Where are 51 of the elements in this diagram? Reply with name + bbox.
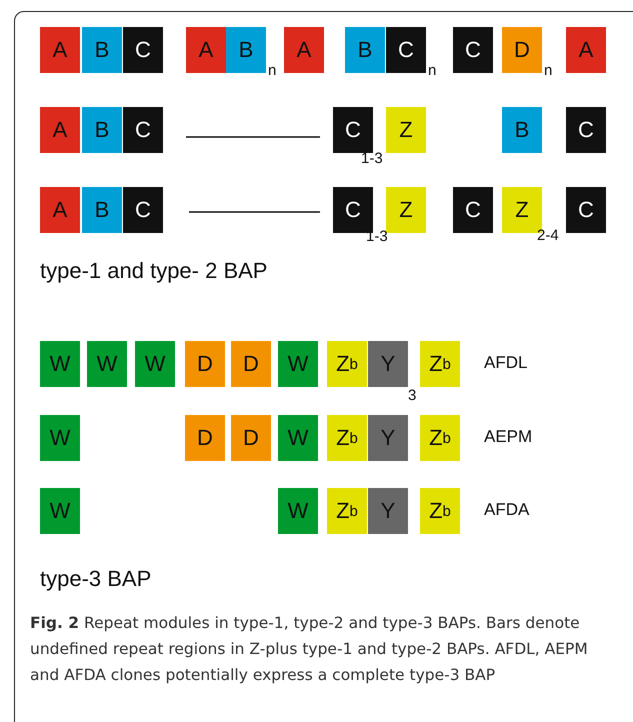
module-box: Z (386, 187, 426, 233)
repeat-count: n (544, 62, 552, 79)
module-box: C (123, 187, 163, 233)
module-box: C (566, 107, 606, 153)
module-box: Y (368, 341, 408, 387)
module-box: Y (368, 415, 408, 461)
clone-name: AFDA (484, 500, 530, 520)
module-box: A (186, 27, 226, 73)
module-box: W (40, 341, 80, 387)
module-box: C (333, 187, 373, 233)
module-box: C (566, 187, 606, 233)
module-box: B (226, 27, 266, 73)
module-box: C (453, 187, 493, 233)
module-box: A (40, 187, 80, 233)
section-heading: type-1 and type- 2 BAP (40, 258, 268, 284)
module-box: A (284, 27, 324, 73)
module-box: W (87, 341, 127, 387)
module-box: C (386, 27, 426, 73)
module-box: C (123, 107, 163, 153)
figure-caption: Fig. 2 Repeat modules in type-1, type-2 and type-3 BAPs. Bars denote undefined repeat regions in Z-plus type-1 and type-2 BAPs. AFDL, AEPM and AFDA clones potentially express a complete type-3 BAP (30, 613, 589, 686)
module-box: A (566, 27, 606, 73)
module-box: Y (368, 488, 408, 534)
module-box: D (231, 341, 271, 387)
module-box: B (502, 107, 542, 153)
clone-name: AFDL (484, 353, 528, 373)
repeat-count: 1-3 (361, 150, 383, 167)
module-box: Z (386, 107, 426, 153)
clone-name: AEPM (484, 427, 532, 447)
module-box: C (123, 27, 163, 73)
module-box: B (345, 27, 385, 73)
module-box: W (278, 415, 318, 461)
module-box: W (278, 488, 318, 534)
module-box: A (40, 107, 80, 153)
section-heading: type-3 BAP (40, 566, 152, 592)
module-box: W (278, 341, 318, 387)
module-box: W (135, 341, 175, 387)
module-box: A (40, 27, 80, 73)
module-box: D (185, 415, 225, 461)
module-box: W (40, 488, 80, 534)
module-box: C (333, 107, 373, 153)
module-box: B (82, 187, 122, 233)
module-box: B (82, 107, 122, 153)
module-box: W (40, 415, 80, 461)
repeat-count: 3 (408, 387, 416, 404)
module-box: D (231, 415, 271, 461)
repeat-count: n (268, 62, 276, 79)
repeat-count: n (428, 62, 436, 79)
module-box: D (185, 341, 225, 387)
module-box: C (453, 27, 493, 73)
module-box: B (82, 27, 122, 73)
module-box: D (502, 27, 542, 73)
